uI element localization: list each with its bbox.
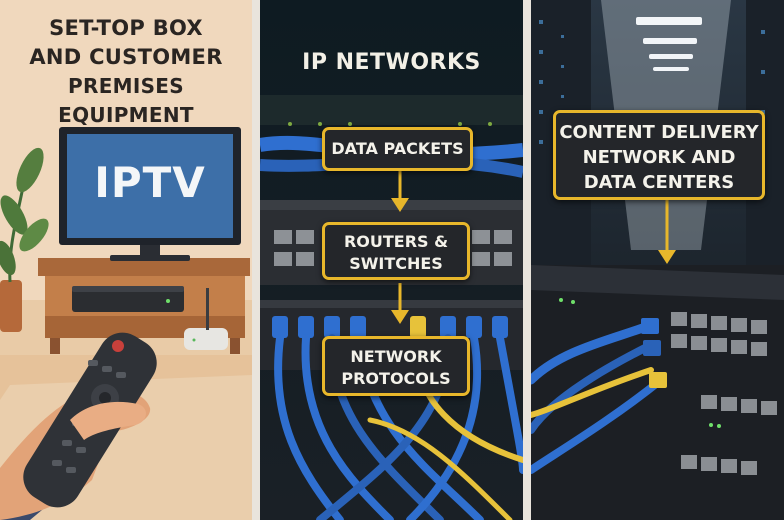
customer-premises-panel: SET-TOP BOX AND CUSTOMER PREMISES EQUIPM… <box>0 0 252 520</box>
ip-networks-panel: IP NETWORKS DATA PACKETS ROUTERS & SWITC… <box>260 0 523 520</box>
data-center-panel: CONTENT DELIVERY NETWORK AND DATA CENTER… <box>531 0 784 520</box>
label-text: NETWORK AND <box>582 147 736 168</box>
panel-divider <box>523 0 531 520</box>
title-line: AND CUSTOMER <box>29 45 223 69</box>
data-packets-label: DATA PACKETS <box>322 127 473 171</box>
panel-divider <box>252 0 260 520</box>
title-line: PREMISES EQUIPMENT <box>58 74 194 127</box>
set-top-box-icon <box>72 286 184 312</box>
label-text: NETWORK <box>350 347 442 366</box>
remote-control-icon <box>0 332 157 520</box>
flow-arrow <box>658 200 676 264</box>
label-text: CONTENT DELIVERY <box>559 122 759 143</box>
customer-panel-title: SET-TOP BOX AND CUSTOMER PREMISES EQUIPM… <box>0 14 252 130</box>
router-icon <box>184 288 228 350</box>
living-room-scene <box>0 0 252 520</box>
tv-icon <box>59 127 241 261</box>
label-text: SWITCHES <box>349 254 443 273</box>
label-text: DATA PACKETS <box>331 139 464 158</box>
network-protocols-label: NETWORK PROTOCOLS <box>322 336 470 396</box>
flow-arrow <box>391 168 409 324</box>
network-panel-title: IP NETWORKS <box>302 50 481 75</box>
plant-icon <box>0 147 49 332</box>
data-center-scene <box>531 0 784 520</box>
title-line: SET-TOP BOX <box>49 16 203 40</box>
label-text: ROUTERS & <box>343 232 449 251</box>
tv-screen-text: IPTV <box>94 158 206 207</box>
label-text: PROTOCOLS <box>341 369 451 388</box>
routers-switches-label: ROUTERS & SWITCHES <box>322 222 470 280</box>
label-text: DATA CENTERS <box>583 172 735 193</box>
cdn-data-centers-label: CONTENT DELIVERY NETWORK AND DATA CENTER… <box>553 110 765 200</box>
